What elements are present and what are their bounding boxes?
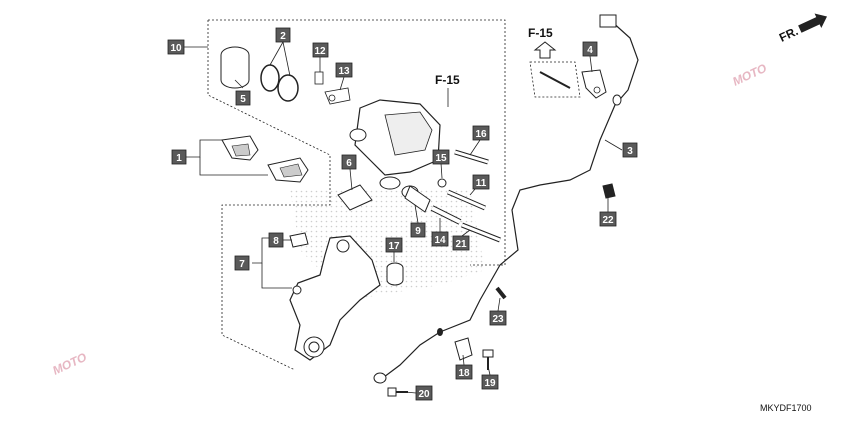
callout-1-label: 1 [176, 153, 182, 164]
callout-10-label: 10 [170, 43, 182, 54]
callout-4: 4 [582, 41, 598, 57]
callout-21-label: 21 [455, 239, 467, 250]
collar-part [386, 262, 404, 286]
group-outline-caliper [208, 19, 506, 266]
callout-13: 13 [335, 62, 353, 78]
callout-10: 10 [167, 39, 185, 55]
callout-19-label: 19 [484, 378, 496, 389]
caliper-bolts [430, 149, 501, 243]
callout-2-label: 2 [280, 31, 286, 42]
callout-3-label: 3 [627, 146, 633, 157]
callout-16-label: 16 [475, 129, 487, 140]
callout-7: 7 [234, 255, 250, 271]
callout-22-label: 22 [602, 215, 614, 226]
callout-23-label: 23 [492, 314, 504, 325]
callout-3: 3 [622, 142, 638, 158]
sensor-wire [373, 14, 639, 384]
callout-7-label: 7 [239, 259, 245, 270]
callout-9: 9 [410, 222, 426, 238]
caliper-body [349, 99, 441, 190]
callout-15-label: 15 [435, 153, 447, 164]
callout-20: 20 [415, 385, 433, 401]
pad-spring-part [337, 184, 373, 211]
callout-17: 17 [385, 237, 403, 253]
callout-15: 15 [432, 149, 450, 165]
boot-part [401, 185, 431, 213]
front-direction-label: FR. [777, 24, 800, 45]
watermark-bottom: MOTO [50, 350, 89, 378]
watermark-top: MOTO [730, 61, 769, 89]
callout-2: 2 [275, 27, 291, 43]
bolt-23 [495, 286, 507, 300]
callout-8: 8 [268, 232, 284, 248]
callout-23: 23 [489, 310, 507, 326]
ref-label-caliper: F-15 [435, 73, 460, 87]
caliper-bracket [289, 235, 381, 361]
callout-9-label: 9 [415, 226, 421, 237]
callout-8-label: 8 [273, 236, 279, 247]
piston-part [220, 46, 299, 102]
callout-1: 1 [171, 149, 187, 165]
callout-17-label: 17 [388, 241, 400, 252]
callout-4-label: 4 [587, 45, 593, 56]
callout-20-label: 20 [418, 389, 430, 400]
callout-19: 19 [481, 374, 499, 390]
callout-6: 6 [341, 154, 357, 170]
front-direction-indicator: FR. [777, 13, 828, 45]
callout-14-label: 14 [434, 235, 446, 246]
ref-label-top: F-15 [528, 26, 553, 40]
retainer-part [289, 232, 309, 248]
callout-21: 21 [452, 235, 470, 251]
callout-16: 16 [472, 125, 490, 141]
callout-13-label: 13 [338, 66, 350, 77]
ref-box [529, 61, 581, 98]
callout-11-label: 11 [476, 178, 487, 189]
callout-22: 22 [599, 211, 617, 227]
callout-18: 18 [455, 364, 473, 380]
grommet-part [602, 183, 616, 199]
callout-11: 11 [472, 174, 490, 190]
callout-5-label: 5 [240, 94, 246, 105]
diagram-code: MKYDF1700 [760, 403, 812, 413]
bleeder-part [314, 71, 351, 105]
brake-pads-part [221, 135, 309, 183]
clamp-18 [454, 337, 473, 361]
callout-14: 14 [431, 231, 449, 247]
callout-12-label: 12 [314, 46, 326, 57]
callout-12: 12 [312, 42, 329, 58]
callout-5: 5 [235, 90, 251, 106]
callout-18-label: 18 [458, 368, 470, 379]
callout-6-label: 6 [346, 158, 352, 169]
